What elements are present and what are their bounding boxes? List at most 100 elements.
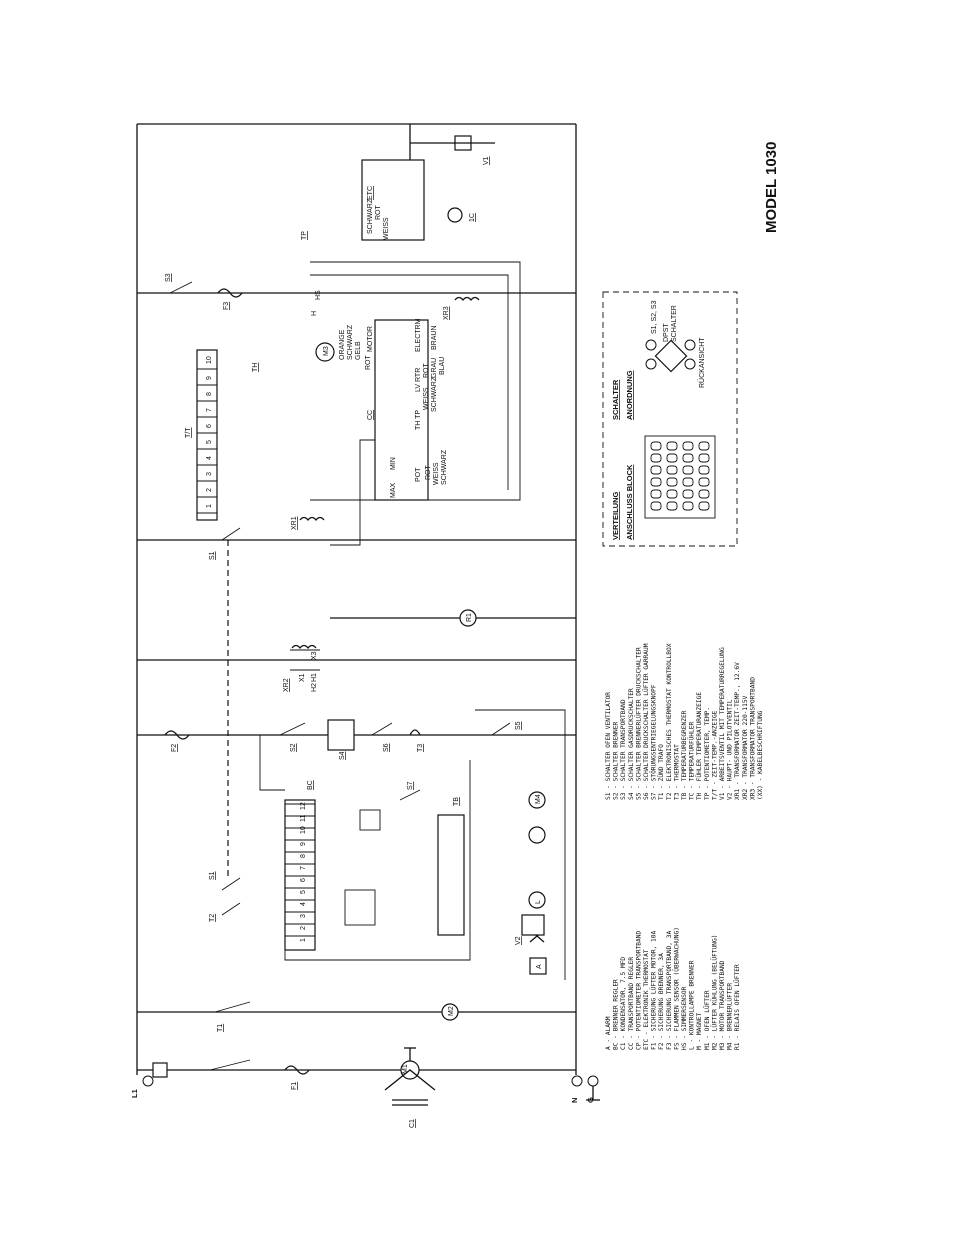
m2-label: M2 [448, 1006, 455, 1016]
legend-entry: S7 - STÖRUNGSENTRIEGELUNGSKNOPF [649, 684, 658, 800]
connection-block-cell [682, 441, 694, 451]
tt-terminal-strip [196, 349, 218, 521]
connection-block-cell [698, 489, 710, 499]
xr1-label: XR1 [291, 516, 298, 530]
legend-entry: V2 - HAUPT- UND PILOTVENTIL [727, 699, 734, 800]
wire-grau: GRAU [431, 358, 438, 378]
legend-entry: T1 - ZÜND TRAFO [656, 744, 665, 800]
ic-label: 1C [469, 213, 476, 222]
connection-block-cell [682, 477, 694, 487]
etc-rot-wire: ROT [375, 205, 382, 221]
schematic: L1 N G F1 M1 C1 T1 [130, 123, 600, 1128]
legend-entry: ETC - ELEKTRONIK THERMOSTAT [643, 949, 650, 1050]
legend-entry: V1 - ARBEITSVENTIL MIT TEMPERATURREGELUN… [719, 647, 726, 800]
m4-label: M4 [535, 794, 542, 804]
cc-th-tp-pin: TH TP [415, 410, 422, 430]
n-terminal [571, 1075, 583, 1087]
s5-label: S5 [515, 721, 522, 730]
m1-label: M1 [402, 1064, 409, 1074]
connection-block-cell [650, 465, 662, 475]
connection-block [644, 435, 716, 519]
connection-block-cell [666, 465, 678, 475]
switch-diagram [654, 339, 688, 373]
bc-terminal-number: 12 [300, 802, 307, 810]
distribution-subtitle: ANSCHLUSS BLOCK [625, 464, 634, 540]
l-label: L [535, 900, 542, 904]
burner-lamp [528, 891, 546, 909]
v2-label: V2 [515, 936, 522, 945]
legend-entry: L - KONTROLLAMPE BRENNER [689, 960, 696, 1050]
connection-block-cell [666, 441, 678, 451]
wire-rot-1: ROT [423, 363, 430, 379]
tt-terminal-number: 9 [206, 376, 213, 380]
th-label: TH [252, 363, 259, 372]
t2-label: T2 [209, 914, 216, 922]
connection-block-cell [650, 441, 662, 451]
switch-rear-view: RÜCKANSICHT [698, 337, 706, 388]
legend-entry: S3 - SCHALTER TRANSPORTBAND [620, 699, 627, 800]
xr1-transformer [299, 516, 325, 522]
r1-relay [459, 609, 477, 627]
wire-gelb: GELB [355, 341, 362, 360]
t3-thermostat [409, 729, 421, 736]
etc-label: ETC [367, 186, 374, 200]
bc-aux-block [359, 809, 381, 831]
legend-entry: S5 - SCHALTER BRENNERLÜFTER DRUCKSCHALTE… [633, 647, 642, 800]
wire-weiss-1: WEISS [423, 387, 430, 410]
cc-electrm-pin: ELECTRM [415, 318, 422, 352]
s4-label: S4 [339, 751, 346, 760]
bc-terminal-number: 1 [300, 938, 307, 942]
wire-rot-3: ROT [365, 355, 372, 371]
legend-entry: M1 - OFEN LÜFTER [702, 990, 711, 1050]
tt-label: T/T [185, 427, 192, 438]
n-label: N [570, 1098, 579, 1103]
bc-board [284, 799, 316, 951]
connection-block-cell [682, 489, 694, 499]
legend-entry: M3 - MOTOR TRANSPORTBAND [719, 960, 726, 1050]
bc-terminal-number: 10 [300, 826, 307, 834]
s1-label-top: S1 [209, 551, 216, 560]
legend-entry: M - MAGNET [696, 1012, 703, 1050]
f2-fuse [164, 730, 190, 740]
connection-block-cell [682, 465, 694, 475]
legend-entry: S2 - SCHALTER BRENNER [613, 721, 620, 800]
switch-pin-2 [684, 358, 696, 370]
cc-min-pin: MIN [390, 457, 397, 470]
switch-subtitle: ANORDNUNG [625, 370, 634, 420]
bc-terminal-number: 3 [300, 914, 307, 918]
x3-label: X3 [311, 651, 318, 660]
cc-controller [374, 319, 429, 501]
v1-label: V1 [483, 156, 490, 165]
tt-terminal-number: 6 [206, 424, 213, 428]
wire-schwarz-2: SCHWARZ [441, 449, 448, 485]
s7-label: S7 [407, 781, 414, 790]
connection-block-cell [666, 501, 678, 511]
m4-motor [528, 791, 546, 809]
tt-terminal-number: 1 [206, 504, 213, 508]
etc-schwarz-wire: SCHWARZ [367, 198, 374, 234]
switch-pin-4 [645, 339, 657, 351]
wire-rot-2: ROT [425, 465, 432, 481]
c1-label: C1 [409, 1119, 416, 1128]
legend-entry: XR3 - TRANSFORMATOR TRANSPORTBAND [749, 677, 756, 800]
legend-entry: S6 - SCHALTER DRUCKSCHALTER LÜFTER GARRA… [641, 643, 650, 800]
distribution-title: VERTEILUNG [611, 491, 620, 540]
l1-label: L1 [130, 1089, 139, 1098]
tb-label: TB [453, 797, 460, 806]
f3-label: F3 [223, 302, 230, 310]
legend-entry: R1 - RELAIS OFEN LÜFTER [732, 964, 741, 1050]
s1-label-bottom: S1 [209, 871, 216, 880]
t3-label: T3 [417, 744, 424, 752]
connection-block-cell [666, 453, 678, 463]
connection-block-cell [698, 465, 710, 475]
t1-label: T1 [217, 1024, 224, 1032]
s2-label: S2 [290, 743, 297, 752]
wire-schwarz-1: SCHWARZ [431, 376, 438, 412]
legend-entry: CC - TRANSPORTBAND REGLER [628, 957, 635, 1050]
hs-label: HS [315, 290, 322, 300]
legend-entry: A - ALARM [605, 1016, 612, 1050]
